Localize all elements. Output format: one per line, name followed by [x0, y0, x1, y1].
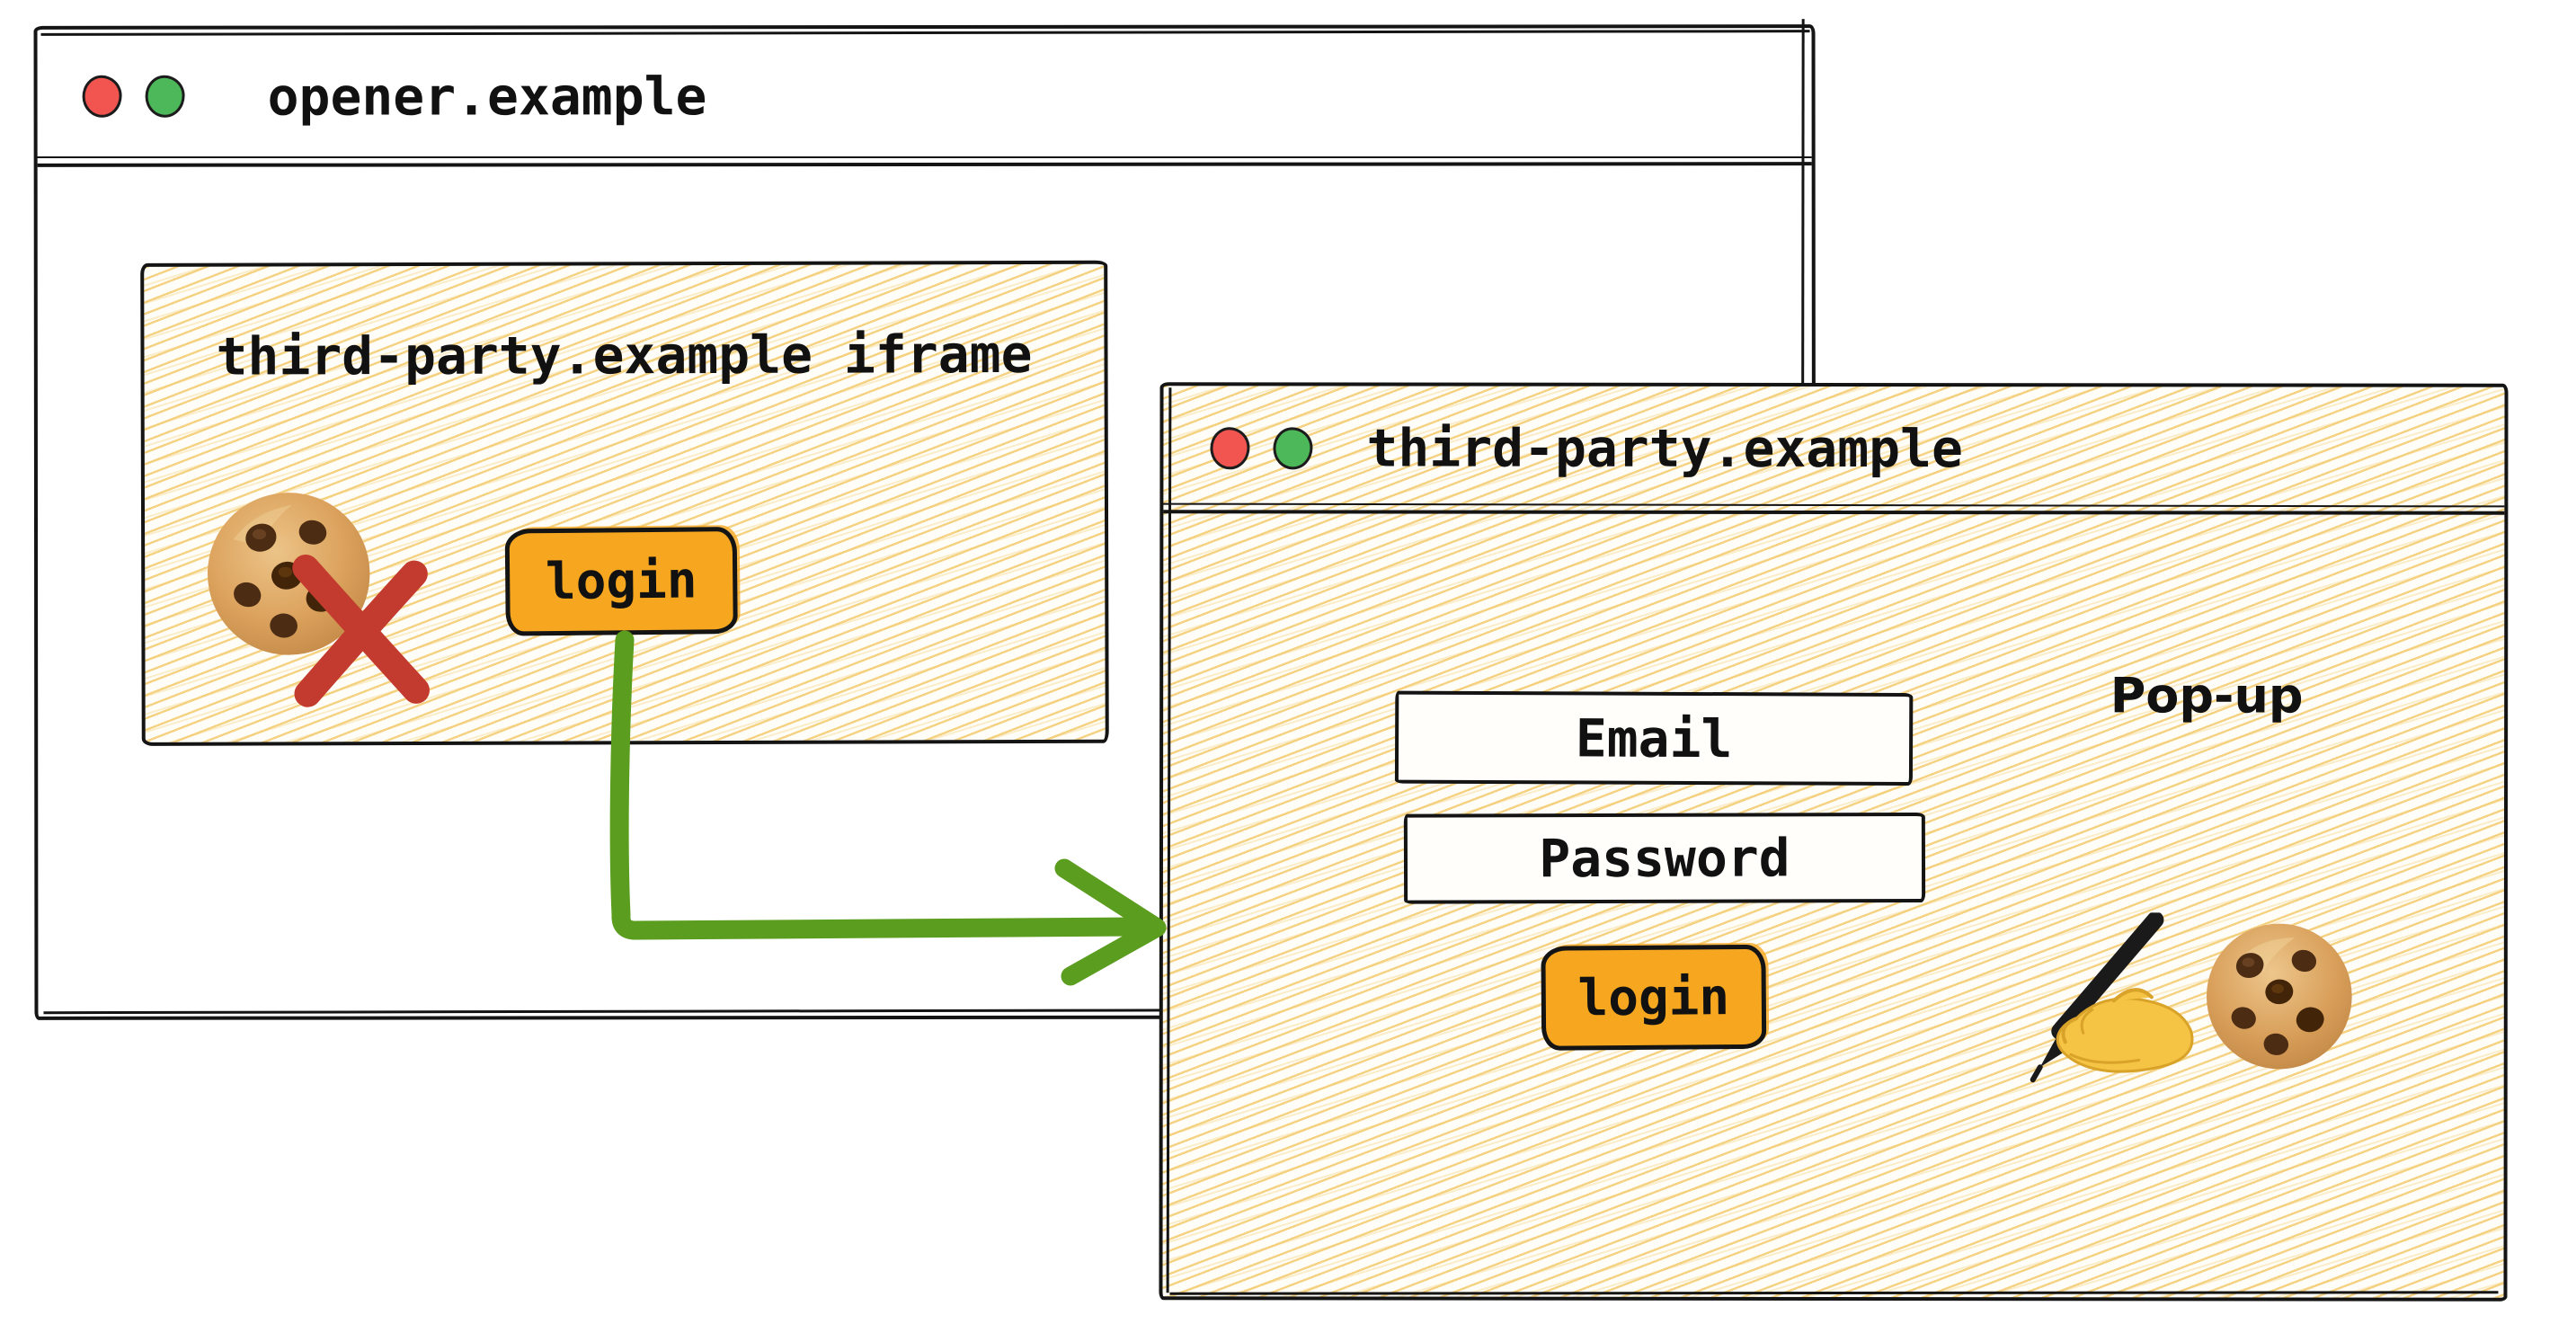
iframe-login-button-label: login: [545, 551, 697, 612]
opener-browser-window: opener.example third-party.example ifram…: [33, 24, 1817, 1020]
iframe-label: third-party.example iframe: [216, 323, 1033, 387]
popup-titlebar: third-party.example: [1163, 386, 2505, 515]
email-field-label: Email: [1575, 706, 1733, 769]
password-field[interactable]: Password: [1403, 812, 1926, 904]
popup-annotation: Pop-up: [2110, 667, 2304, 724]
traffic-light-green-icon[interactable]: [145, 75, 185, 118]
popup-window-title: third-party.example: [1366, 417, 1963, 480]
opener-titlebar: opener.example: [37, 28, 1812, 167]
popup-login-button-label: login: [1577, 967, 1730, 1027]
traffic-light-green-icon[interactable]: [1273, 426, 1313, 469]
popup-browser-window: third-party.example Email Password login…: [1159, 382, 2509, 1302]
popup-login-button[interactable]: login: [1541, 944, 1767, 1051]
iframe-login-button[interactable]: login: [504, 527, 738, 636]
writing-hand-icon: [2013, 911, 2204, 1090]
blocked-cross-icon: [280, 542, 439, 714]
cookie-icon: [2202, 919, 2357, 1073]
third-party-iframe: third-party.example iframe: [140, 260, 1109, 746]
password-field-label: Password: [1539, 827, 1790, 890]
opener-window-title: opener.example: [267, 65, 707, 128]
traffic-light-red-icon[interactable]: [1210, 426, 1250, 469]
email-field[interactable]: Email: [1394, 690, 1914, 786]
traffic-light-red-icon[interactable]: [82, 75, 122, 118]
